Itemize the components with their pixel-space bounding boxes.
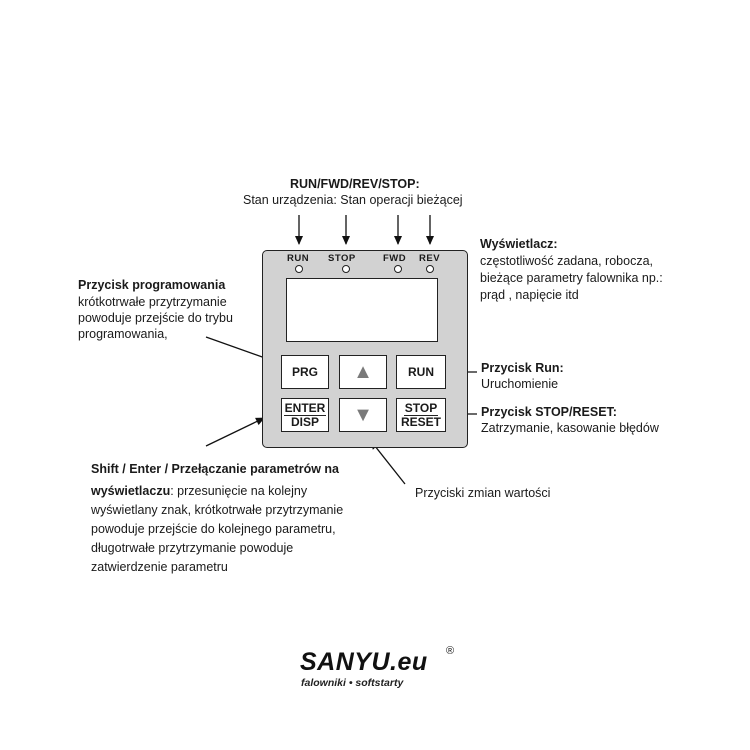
display-title: Wyświetlacz: [480,237,558,251]
arrow-shift [205,417,265,447]
stop-label: STOP [403,400,439,416]
shift-line: zatwierdzenie parametru [91,560,228,574]
change-note: Przyciski zmian wartości [415,486,551,500]
prg-button[interactable]: PRG [281,355,329,389]
arrow-down-icon: ▼ [353,403,373,426]
prog-line: programowania, [78,327,168,341]
enter-label: ENTER [283,400,327,416]
display-line: częstotliwość zadana, robocza, [480,254,654,268]
led-stop-indicator [342,265,350,273]
status-title: RUN/FWD/REV/STOP: [290,177,420,191]
led-label-run: RUN [287,253,310,264]
down-button[interactable]: ▼ [339,398,387,432]
arrow-up-icon: ▲ [353,360,373,383]
led-run-indicator [295,265,303,273]
run-note-title: Przycisk Run: [481,361,564,375]
stop-note-title: Przycisk STOP/RESET: [481,405,617,419]
display-line: bieżące parametry falownika np.: [480,271,663,285]
shift-line: wyświetlany znak, krótkotrwałe przytrzym… [91,503,344,517]
prog-line: powoduje przejście do trybu [78,311,233,325]
prog-line: krótkotrwałe przytrzymanie [78,295,227,309]
led-fwd-indicator [394,265,402,273]
arrow-change [370,440,406,485]
enter-disp-button[interactable]: ENTER DISP [281,398,329,432]
shift-line: wyświetlaczu: przesunięcie na kolejny [91,483,307,500]
lcd-display [286,278,438,342]
shift-line: długotrwałe przytrzymanie powoduje [91,541,294,555]
shift-title: Shift / Enter / Przełączanie parametrów … [91,462,339,476]
stop-note-desc: Zatrzymanie, kasowanie błędów [481,421,659,435]
run-button[interactable]: RUN [396,355,446,389]
display-line: prąd , napięcie itd [480,288,579,302]
prog-title: Przycisk programowania [78,278,226,292]
shift-line: powoduje przejście do kolejnego parametr… [91,522,336,536]
stop-reset-button[interactable]: STOP RESET [396,398,446,432]
led-label-rev: REV [419,253,441,264]
registered-mark: ® [446,645,455,657]
shift-title-part: wyświetlaczu [91,484,171,498]
up-button[interactable]: ▲ [339,355,387,389]
led-rev-indicator [426,265,434,273]
disp-label: DISP [290,414,319,429]
led-label-fwd: FWD [383,253,407,264]
led-label-stop: STOP [328,253,356,264]
shift-title-rest: : przesunięcie na kolejny [170,484,308,498]
brand-logo: SANYU.eu [300,648,428,676]
run-note-desc: Uruchomienie [481,377,559,391]
reset-label: RESET [400,414,441,429]
brand-tagline: falowniki • softstarty [301,677,404,689]
status-desc: Stan urządzenia: Stan operacji bieżącej [243,193,463,207]
